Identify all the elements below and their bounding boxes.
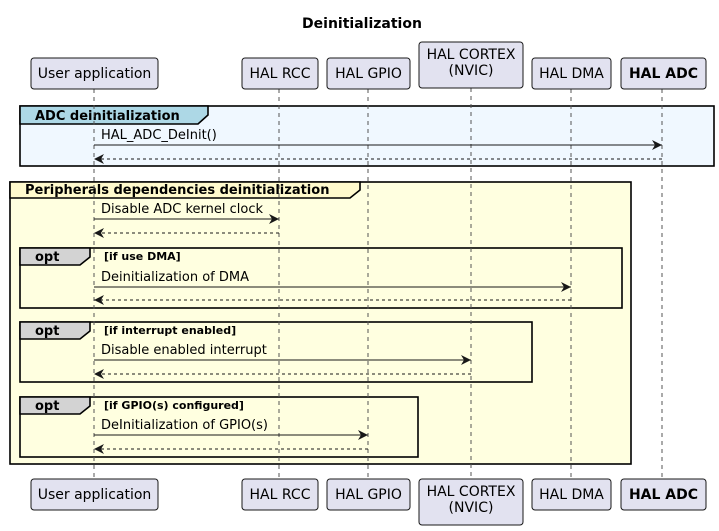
participant-box [326, 478, 411, 511]
participant-box [531, 478, 612, 511]
call-message: Disable ADC kernel clock [94, 202, 279, 224]
fragment-condition: [if interrupt enabled] [104, 324, 236, 337]
participant-label: HAL DMA [539, 66, 604, 82]
participant-label: (NVIC) [449, 63, 494, 79]
participant-label: HAL DMA [539, 487, 604, 503]
participant-user-bottom: User application [30, 478, 159, 511]
participant-box [620, 478, 707, 511]
participant-adc-top: HAL ADC [620, 57, 707, 90]
call-message: HAL_ADC_DeInit() [94, 128, 662, 150]
call-message: Deinitialization of DMA [94, 270, 571, 292]
participant-label: HAL GPIO [335, 487, 402, 503]
fragment-keyword: opt [35, 399, 59, 414]
fragment-keyword: opt [35, 250, 59, 265]
participant-label: HAL ADC [629, 66, 698, 82]
participant-label: HAL GPIO [335, 66, 402, 82]
fragment-frames: ADC deinitialization Peripherals depende… [9, 105, 715, 465]
opt-fragment-dma: opt [if use DMA] [19, 247, 623, 309]
participant-gpio-top: HAL GPIO [326, 57, 411, 90]
group-adc-deinitialization: ADC deinitialization [19, 105, 715, 167]
call-message: DeInitialization of GPIO(s) [94, 418, 368, 440]
participant-box [241, 478, 319, 511]
participant-adc-bottom: HAL ADC [620, 478, 707, 511]
message-label: Disable ADC kernel clock [101, 202, 263, 217]
participant-user-top: User application [30, 57, 159, 90]
messages: HAL_ADC_DeInit() Disable ADC kernel clock… [94, 128, 662, 454]
participant-rcc-bottom: HAL RCC [241, 478, 319, 511]
participant-box [326, 57, 411, 90]
participant-label: User application [38, 487, 152, 503]
participant-cortex-bottom: HAL CORTEX(NVIC) [418, 478, 524, 526]
fragment-condition: [if use DMA] [104, 250, 181, 263]
opt-fragment-gpio: opt [if GPIO(s) configured] [19, 396, 419, 458]
participant-cortex-top: HAL CORTEX(NVIC) [418, 41, 524, 89]
participant-box [531, 57, 612, 90]
message-label: HAL_ADC_DeInit() [101, 128, 217, 143]
participant-label: HAL CORTEX [427, 47, 516, 63]
participant-box [620, 57, 707, 90]
message-label: DeInitialization of GPIO(s) [101, 418, 268, 433]
fragment-condition: [if GPIO(s) configured] [104, 399, 244, 412]
participant-label: HAL RCC [250, 66, 311, 82]
participant-box [241, 57, 319, 90]
participant-box [418, 41, 524, 89]
participant-box [30, 478, 159, 511]
participant-dma-top: HAL DMA [531, 57, 612, 90]
participant-box [418, 478, 524, 526]
call-message: Disable enabled interrupt [94, 343, 471, 365]
participant-rcc-top: HAL RCC [241, 57, 319, 90]
participant-box [30, 57, 159, 90]
participant-label: HAL ADC [629, 487, 698, 503]
participant-label: HAL RCC [250, 487, 311, 503]
participant-gpio-bottom: HAL GPIO [326, 478, 411, 511]
participant-label: HAL CORTEX [427, 484, 516, 500]
group-label: Peripherals dependencies deinitializatio… [25, 183, 329, 198]
participant-label: User application [38, 66, 152, 82]
group-label: ADC deinitialization [35, 109, 180, 124]
participant-dma-bottom: HAL DMA [531, 478, 612, 511]
participant-label: (NVIC) [449, 500, 494, 516]
diagram-title: Deinitialization [302, 16, 422, 32]
fragment-keyword: opt [35, 324, 59, 339]
message-label: Disable enabled interrupt [101, 343, 267, 358]
opt-fragment-interrupt: opt [if interrupt enabled] [19, 321, 533, 383]
message-label: Deinitialization of DMA [101, 270, 249, 285]
